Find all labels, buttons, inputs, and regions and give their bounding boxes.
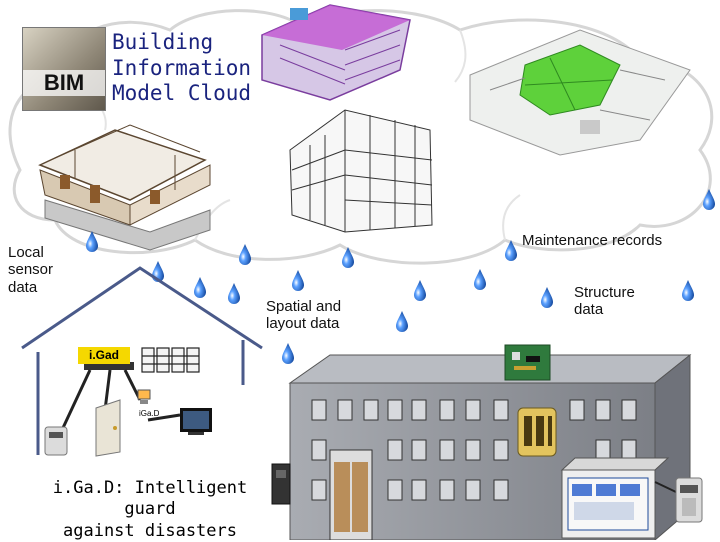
igad-device-tag: i.Gad — [78, 347, 130, 364]
bim-logo: BIM — [22, 27, 106, 111]
door-icon — [95, 399, 121, 457]
spatial-layout-data-label: Spatial and layout data — [266, 298, 341, 333]
fire-alarm-panel-icon — [517, 407, 557, 457]
drop-icon — [228, 283, 240, 304]
cloud-title-line: Building — [112, 30, 214, 54]
label-line: Spatial and — [266, 298, 342, 315]
label-line: data — [574, 301, 604, 319]
label-line: Structure — [574, 284, 635, 301]
structure-data-label: Structure data — [574, 284, 635, 319]
drop-icon — [292, 270, 304, 291]
label-line: layout data — [266, 315, 340, 333]
igad-small-label: iGa.D — [139, 409, 160, 418]
drop-icon — [541, 287, 553, 308]
tv-icon — [180, 408, 212, 435]
cloud-title-line: Information — [112, 55, 252, 80]
bim-structure-model-image — [261, 4, 411, 101]
drop-icon — [282, 343, 294, 364]
access-panel-icon — [271, 463, 291, 505]
window-blinds-icons — [141, 347, 200, 373]
cloud-title: Building Information Model Cloud — [112, 30, 251, 107]
smart-home-house — [21, 266, 263, 457]
router-device — [84, 362, 134, 370]
bim-floorplan-image — [469, 29, 691, 156]
label-line: Local — [8, 244, 44, 261]
label-line: data — [8, 278, 38, 296]
drop-icon — [474, 269, 486, 290]
igad-caption: i.Ga.D: Intelligent guard against disast… — [30, 478, 270, 542]
maintenance-records-label: Maintenance records — [522, 232, 663, 249]
local-sensor-data-label: Local sensor data — [8, 244, 53, 296]
cloud-title-line: Model Cloud — [112, 81, 252, 106]
drop-icon — [682, 280, 694, 301]
computer-icon — [137, 389, 151, 404]
caption-line: against disasters — [63, 520, 237, 541]
gas-meter-icon — [44, 426, 68, 456]
drop-icon — [396, 311, 408, 332]
control-cabinet-icon — [560, 457, 670, 539]
label-line: sensor — [8, 261, 54, 279]
drop-icon — [414, 280, 426, 301]
caption-line: i.Ga.D: Intelligent guard — [52, 478, 248, 520]
drop-icon — [194, 277, 206, 298]
bim-logo-text: BIM — [23, 70, 105, 96]
circuit-board-icon — [504, 344, 551, 381]
gas-meter-building-icon — [675, 477, 703, 523]
entrance-door — [329, 449, 373, 540]
bim-wireframe-image — [289, 109, 433, 233]
office-building — [271, 344, 703, 540]
bim-house-model-image — [38, 124, 211, 251]
